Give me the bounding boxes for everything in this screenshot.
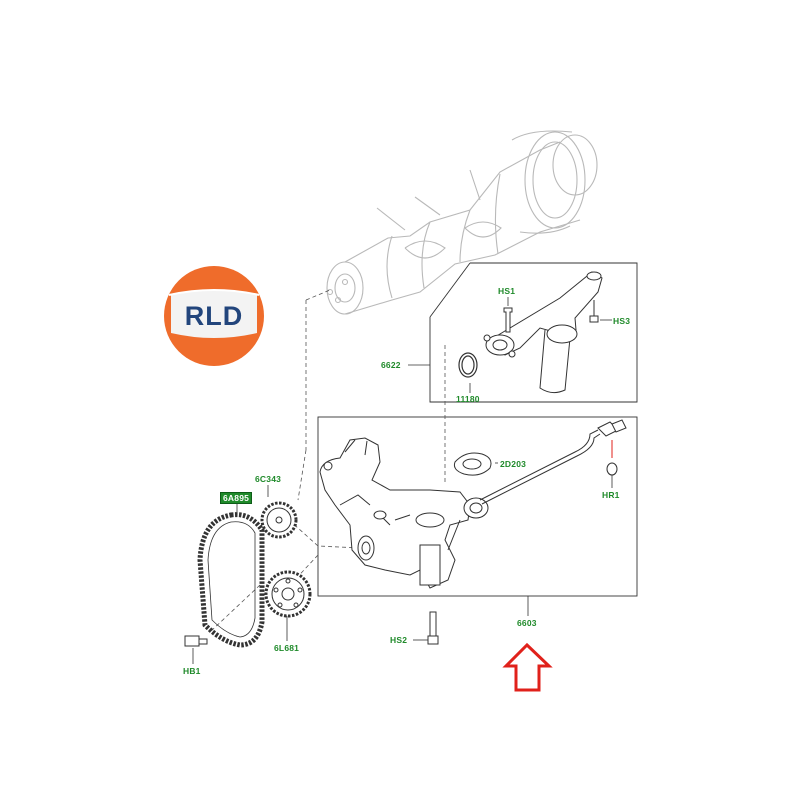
label-hs3: HS3 bbox=[613, 316, 631, 326]
label-hb1: HB1 bbox=[183, 666, 201, 676]
label-6603: 6603 bbox=[517, 618, 537, 628]
label-6a895: 6A895 bbox=[220, 492, 253, 504]
rld-logo: RLD bbox=[163, 265, 265, 367]
label-2d203: 2D203 bbox=[500, 459, 527, 469]
label-hr1: HR1 bbox=[602, 490, 620, 500]
label-hs2: HS2 bbox=[390, 635, 408, 645]
label-6622: 6622 bbox=[381, 360, 401, 370]
logo-text: RLD bbox=[184, 301, 244, 331]
gasket-2d203 bbox=[453, 452, 492, 476]
crankshaft-ghost bbox=[326, 130, 598, 315]
oil-pump bbox=[319, 437, 489, 589]
sprocket-6c343 bbox=[260, 501, 298, 539]
label-6c343: 6C343 bbox=[255, 474, 282, 484]
logo-badge bbox=[164, 266, 264, 366]
label-11180: 11180 bbox=[456, 394, 480, 404]
bolts-upper bbox=[503, 300, 599, 333]
label-6l681: 6L681 bbox=[274, 643, 300, 653]
oil-pickup-tube bbox=[483, 271, 603, 394]
solid-leaders bbox=[192, 297, 613, 664]
label-hs1: HS1 bbox=[498, 286, 516, 296]
timing-chain-6a895 bbox=[197, 512, 265, 648]
bolts-lower bbox=[184, 611, 439, 647]
highlight-arrow bbox=[502, 642, 553, 692]
oil-pressure-pipe bbox=[479, 419, 627, 505]
detail-boxes bbox=[317, 262, 638, 597]
sprocket-6l681 bbox=[264, 570, 312, 618]
o-ring-11180 bbox=[458, 352, 478, 378]
